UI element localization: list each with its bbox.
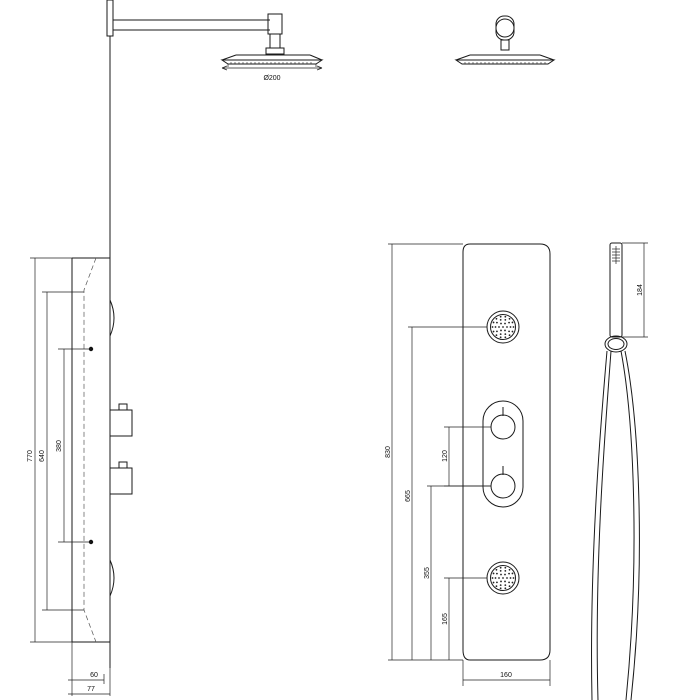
side-shower-arm bbox=[106, 0, 285, 244]
hand-shower-hose bbox=[591, 350, 640, 700]
side-shower-head bbox=[220, 54, 324, 67]
nozzle-dot bbox=[504, 336, 507, 339]
nozzle-dot bbox=[508, 568, 511, 571]
panel-height-label: 830 bbox=[385, 446, 392, 458]
nozzle-dot bbox=[504, 333, 507, 336]
nozzle-dot bbox=[506, 577, 508, 579]
nozzle-dot bbox=[504, 573, 506, 576]
panel-width-label: 160 bbox=[500, 672, 512, 679]
nozzle-dot bbox=[500, 322, 502, 325]
front-shower-head bbox=[454, 15, 556, 65]
nozzle-dot bbox=[499, 333, 502, 336]
height-640-label: 640 bbox=[39, 450, 46, 462]
nozzle-dot bbox=[508, 572, 510, 575]
nozzle-dot bbox=[509, 577, 512, 579]
nozzle-dot bbox=[496, 321, 498, 324]
nozzle-dot bbox=[504, 329, 506, 332]
nozzle-dot bbox=[495, 334, 498, 337]
nozzle-dot bbox=[492, 330, 495, 333]
nozzle-dot bbox=[511, 330, 514, 333]
depth-77-label: 77 bbox=[87, 686, 95, 693]
nozzle-dot bbox=[511, 321, 514, 324]
nozzle-dot bbox=[504, 315, 507, 318]
nozzle-dot bbox=[499, 566, 502, 569]
nozzle-dot bbox=[508, 321, 510, 324]
nozzle-dot bbox=[494, 326, 497, 328]
nozzle-dot bbox=[496, 581, 498, 584]
nozzle-dot bbox=[506, 326, 508, 328]
height-165-label: 165 bbox=[442, 613, 449, 625]
nozzle-dot bbox=[500, 329, 502, 332]
nozzle-dot bbox=[504, 566, 507, 569]
nozzle-dot bbox=[495, 317, 498, 320]
nozzle-dot bbox=[492, 572, 495, 575]
side-panel bbox=[71, 244, 115, 668]
nozzle-dot bbox=[508, 317, 511, 320]
nozzle-dot bbox=[496, 572, 498, 575]
nozzle-dot bbox=[496, 330, 498, 333]
nozzle-dot bbox=[499, 569, 502, 572]
nozzle-dot bbox=[508, 581, 510, 584]
hand-shower bbox=[604, 242, 628, 353]
nozzle-dot bbox=[491, 326, 494, 328]
nozzle-dot bbox=[511, 581, 514, 584]
nozzle-dot bbox=[491, 577, 494, 579]
nozzle-dot bbox=[492, 581, 495, 584]
nozzle-dot bbox=[492, 321, 495, 324]
nozzle-dot bbox=[500, 573, 502, 576]
side-dimensions: 770 640 380 60 77 bbox=[27, 257, 111, 696]
nozzle-dot bbox=[508, 330, 510, 333]
thermostat-control-plate bbox=[482, 400, 524, 508]
nozzle-dot bbox=[498, 577, 500, 579]
side-thermostat-valves bbox=[109, 403, 133, 495]
nozzle-dot bbox=[499, 584, 502, 587]
nozzle-dot bbox=[498, 326, 500, 328]
nozzle-dot bbox=[508, 334, 511, 337]
nozzle-dot bbox=[504, 580, 506, 583]
upper-body-jet bbox=[486, 310, 520, 344]
hand-shower-length-label: 184 bbox=[637, 284, 644, 296]
shower-head-dimension: Ø200 bbox=[221, 65, 323, 82]
nozzle-dot bbox=[504, 587, 507, 590]
nozzle-dot bbox=[508, 585, 511, 588]
nozzle-dot bbox=[495, 585, 498, 588]
total-height-label: 770 bbox=[27, 450, 34, 462]
nozzle-dot bbox=[502, 577, 504, 579]
lower-body-jet bbox=[486, 561, 520, 595]
nozzle-dot bbox=[504, 322, 506, 325]
nozzle-dot bbox=[511, 572, 514, 575]
nozzle-dot bbox=[504, 318, 507, 321]
nozzle-dot bbox=[499, 336, 502, 339]
nozzle-dot bbox=[512, 577, 515, 579]
height-380-label: 380 bbox=[56, 440, 63, 452]
height-120-label: 120 bbox=[442, 450, 449, 462]
front-dimensions: 830 665 120 355 165 160 bbox=[385, 243, 551, 686]
nozzle-dot bbox=[512, 326, 515, 328]
nozzle-dot bbox=[495, 568, 498, 571]
height-355-label: 355 bbox=[424, 567, 431, 579]
nozzle-dot bbox=[504, 569, 507, 572]
nozzle-dot bbox=[502, 326, 504, 328]
nozzle-dot bbox=[509, 326, 512, 328]
nozzle-dot bbox=[499, 318, 502, 321]
nozzle-dot bbox=[504, 584, 507, 587]
height-665-label: 665 bbox=[405, 490, 412, 502]
front-panel bbox=[462, 243, 551, 661]
nozzle-dot bbox=[494, 577, 497, 579]
nozzle-dot bbox=[499, 587, 502, 590]
shower-head-diameter-label: Ø200 bbox=[263, 75, 280, 82]
nozzle-dot bbox=[499, 315, 502, 318]
nozzle-dot bbox=[500, 580, 502, 583]
depth-60-label: 60 bbox=[90, 672, 98, 679]
hand-shower-dimension: 184 bbox=[622, 242, 648, 338]
